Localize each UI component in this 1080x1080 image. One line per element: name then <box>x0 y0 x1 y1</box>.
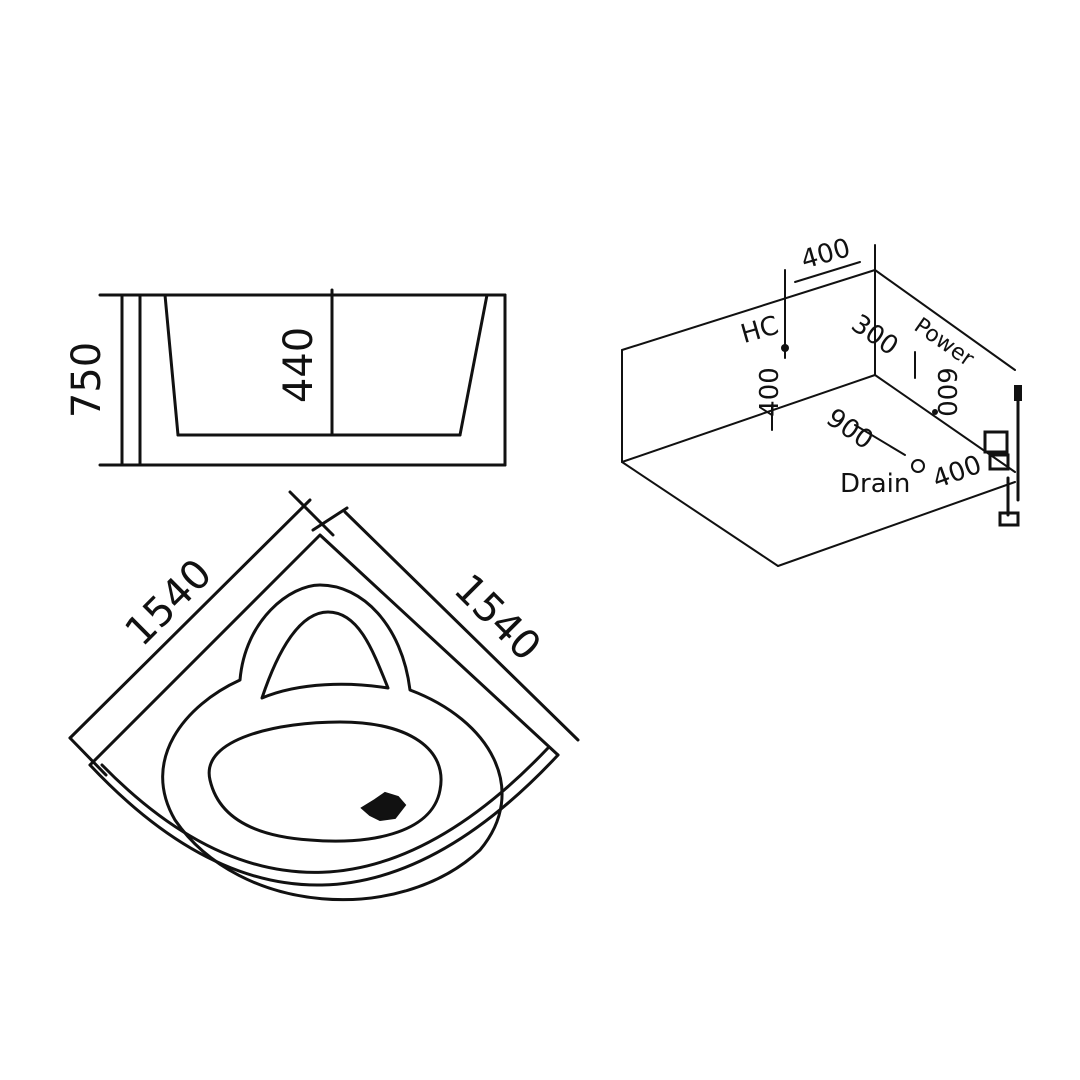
power-label: Power <box>909 313 979 372</box>
drain-point-icon <box>911 459 925 473</box>
spacing-600-label: 600 <box>931 367 961 417</box>
spacing-400-right-label: 400 <box>929 450 986 495</box>
side-elevation-view: 750 440 <box>64 288 507 467</box>
installation-view: 400 HC 400 300 600 900 Drain 400 Power <box>621 233 1022 567</box>
height-total-label: 750 <box>64 342 110 418</box>
hot-height-label: 400 <box>755 367 785 417</box>
drain-icon <box>360 791 407 822</box>
hot-water-label: HC <box>738 311 783 350</box>
side-length-right-label: 1540 <box>445 566 550 671</box>
width-top-label: 400 <box>798 233 854 276</box>
inner-depth-label: 440 <box>276 327 322 403</box>
corner-plan-view: 1540 1540 <box>68 490 580 902</box>
spacing-900-label: 900 <box>821 403 879 456</box>
hot-water-fitting-icon <box>781 344 789 352</box>
drain-label: Drain <box>840 469 910 499</box>
power-socket-icon <box>983 385 1022 527</box>
mixer-fitting-icon <box>932 409 938 415</box>
